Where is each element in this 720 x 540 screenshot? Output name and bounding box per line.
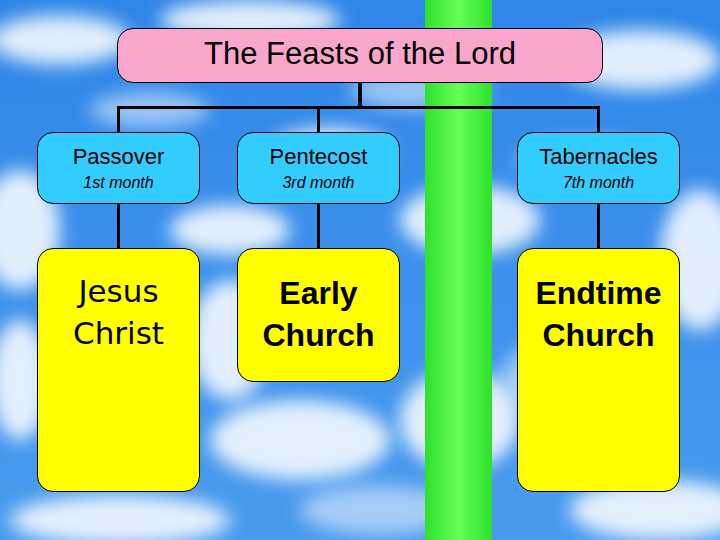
feast-box: Pentecost3rd month xyxy=(237,132,400,204)
fulfilment-box: Jesus Christ xyxy=(37,248,200,492)
tree-connector xyxy=(597,204,600,248)
tree-connector xyxy=(319,83,361,132)
node-label: Pentecost xyxy=(244,143,393,172)
node-label: Endtime Church xyxy=(524,273,673,356)
tree-connector xyxy=(119,83,361,132)
fulfilment-box: Early Church xyxy=(237,248,400,382)
feast-box: Passover1st month xyxy=(37,132,200,204)
tree-connector xyxy=(360,83,599,132)
node-label: Passover xyxy=(44,143,193,172)
feast-box: Tabernacles7th month xyxy=(517,132,680,204)
title-box: The Feasts of the Lord xyxy=(117,28,603,83)
node-sublabel: 3rd month xyxy=(244,172,393,194)
node-label: Tabernacles xyxy=(524,143,673,172)
tree-connector xyxy=(317,204,320,248)
node-sublabel: 7th month xyxy=(524,172,673,194)
node-label: Jesus Christ xyxy=(44,271,193,355)
node-label: Early Church xyxy=(244,273,393,356)
fulfilment-box: Endtime Church xyxy=(517,248,680,492)
node-sublabel: 1st month xyxy=(44,172,193,194)
tree-connector xyxy=(117,204,120,248)
node-label: The Feasts of the Lord xyxy=(124,35,596,74)
